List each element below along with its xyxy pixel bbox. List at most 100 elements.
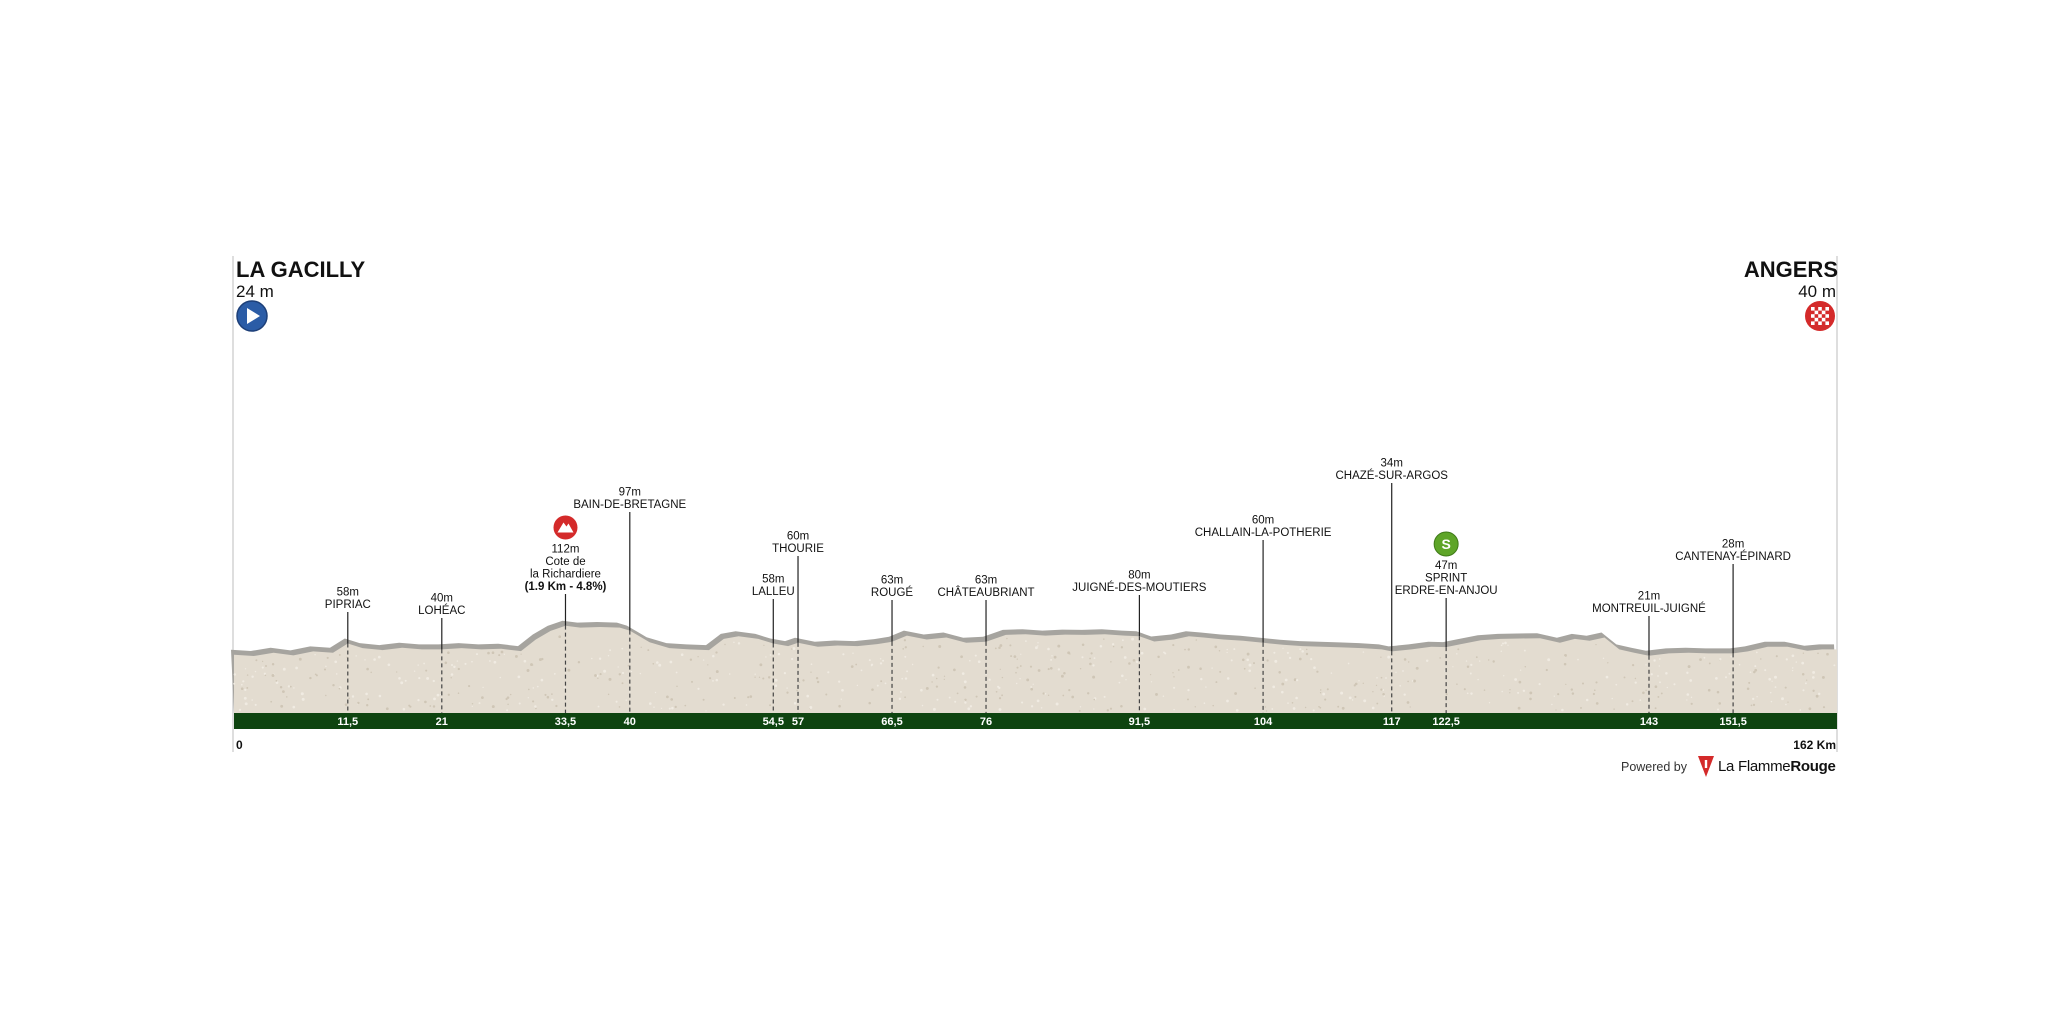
terrain-speckle xyxy=(901,677,904,680)
terrain-speckle xyxy=(1040,707,1043,709)
terrain-speckle xyxy=(1469,672,1472,675)
waypoint-name: CHALLAIN-LA-POTHERIE xyxy=(1195,527,1332,539)
terrain-speckle xyxy=(233,673,237,676)
terrain-speckle xyxy=(904,655,907,658)
terrain-speckle xyxy=(366,704,369,707)
terrain-speckle xyxy=(758,676,761,678)
terrain-speckle xyxy=(1774,686,1777,688)
terrain-speckle xyxy=(1009,644,1012,647)
terrain-speckle xyxy=(1768,677,1772,681)
terrain-speckle xyxy=(759,663,763,667)
terrain-speckle xyxy=(1205,686,1207,688)
terrain-speckle xyxy=(1833,664,1836,667)
terrain-speckle xyxy=(1409,706,1411,708)
terrain-speckle xyxy=(1310,658,1313,661)
terrain-speckle xyxy=(1120,704,1123,708)
terrain-speckle xyxy=(1791,654,1795,658)
terrain-speckle xyxy=(1801,673,1805,676)
terrain-speckle xyxy=(1771,680,1773,682)
terrain-speckle xyxy=(876,684,879,687)
terrain-speckle xyxy=(754,673,756,675)
terrain-speckle xyxy=(282,690,285,693)
terrain-speckle xyxy=(532,687,535,689)
terrain-speckle xyxy=(1177,669,1180,671)
terrain-speckle xyxy=(1053,655,1057,659)
terrain-speckle xyxy=(261,660,264,663)
terrain-speckle xyxy=(408,704,411,707)
terrain-speckle xyxy=(323,668,327,671)
terrain-speckle xyxy=(1817,692,1821,696)
waypoint-name: MONTREUIL-JUIGNÉ xyxy=(1592,602,1706,615)
terrain-speckle xyxy=(263,672,267,675)
terrain-speckle xyxy=(899,690,902,693)
axis-end-label: 162 Km xyxy=(1793,738,1836,752)
terrain-speckle xyxy=(546,695,550,699)
terrain-speckle xyxy=(762,677,765,680)
terrain-speckle xyxy=(425,669,428,672)
terrain-speckle xyxy=(1248,663,1252,667)
terrain-speckle xyxy=(1372,691,1374,693)
terrain-speckle xyxy=(1128,662,1131,665)
terrain-speckle xyxy=(1246,658,1250,662)
terrain-speckle xyxy=(453,665,456,669)
terrain-speckle xyxy=(378,694,382,698)
terrain-speckle xyxy=(1140,651,1144,655)
terrain-speckle xyxy=(1347,662,1350,665)
terrain-speckle xyxy=(1522,689,1526,692)
waypoint-altitude: 63m xyxy=(881,575,903,587)
terrain-speckle xyxy=(793,702,797,705)
terrain-speckle xyxy=(1301,650,1304,653)
terrain-speckle xyxy=(1659,681,1661,684)
terrain-speckle xyxy=(1595,702,1599,705)
terrain-speckle xyxy=(1371,706,1375,710)
terrain-speckle xyxy=(243,696,247,700)
checkered-flag-icon xyxy=(1805,301,1835,331)
terrain-speckle xyxy=(903,639,907,642)
terrain-speckle xyxy=(953,668,956,672)
terrain-speckle xyxy=(607,654,610,657)
terrain-speckle xyxy=(1351,699,1354,701)
terrain-speckle xyxy=(1529,691,1533,695)
terrain-speckle xyxy=(621,682,624,685)
terrain-speckle xyxy=(1553,695,1555,697)
waypoint-name: CHAZÉ-SUR-ARGOS xyxy=(1335,469,1448,482)
terrain-speckle xyxy=(1774,675,1777,679)
waypoint-altitude: 97m xyxy=(619,487,641,499)
terrain-speckle xyxy=(1173,676,1175,678)
terrain-speckle xyxy=(816,680,820,684)
terrain-speckle xyxy=(1808,707,1812,711)
terrain-speckle xyxy=(1001,694,1004,697)
waypoint-name: CANTENAY-ÉPINARD xyxy=(1675,550,1791,563)
terrain-speckle xyxy=(286,696,288,698)
terrain-speckle xyxy=(1067,651,1071,655)
km-label: 91,5 xyxy=(1129,716,1150,728)
terrain-speckle xyxy=(647,649,650,652)
terrain-speckle xyxy=(607,693,610,696)
waypoint-altitude: 60m xyxy=(1252,515,1274,527)
terrain-speckle xyxy=(275,680,278,682)
terrain-speckle xyxy=(301,697,305,701)
terrain-speckle xyxy=(656,661,659,664)
terrain-speckle xyxy=(1063,672,1066,675)
terrain-speckle xyxy=(1123,656,1127,659)
terrain-speckle xyxy=(1037,669,1041,672)
terrain-speckle xyxy=(523,659,527,663)
terrain-speckle xyxy=(1035,646,1038,650)
km-label: 151,5 xyxy=(1719,716,1747,728)
terrain-speckle xyxy=(377,655,381,659)
terrain-speckle xyxy=(370,671,372,674)
flamme-rouge-logo-icon xyxy=(1698,756,1714,777)
terrain-speckle xyxy=(456,660,459,662)
terrain-speckle xyxy=(868,659,871,662)
terrain-speckle xyxy=(1358,680,1360,682)
terrain-speckle xyxy=(1050,658,1053,661)
terrain-speckle xyxy=(1690,696,1693,699)
terrain-speckle xyxy=(1686,699,1688,701)
terrain-speckle xyxy=(669,660,673,664)
terrain-speckle xyxy=(1049,666,1053,670)
terrain-speckle xyxy=(911,663,914,666)
terrain-speckle xyxy=(1775,655,1778,658)
terrain-speckle xyxy=(1006,637,1008,640)
